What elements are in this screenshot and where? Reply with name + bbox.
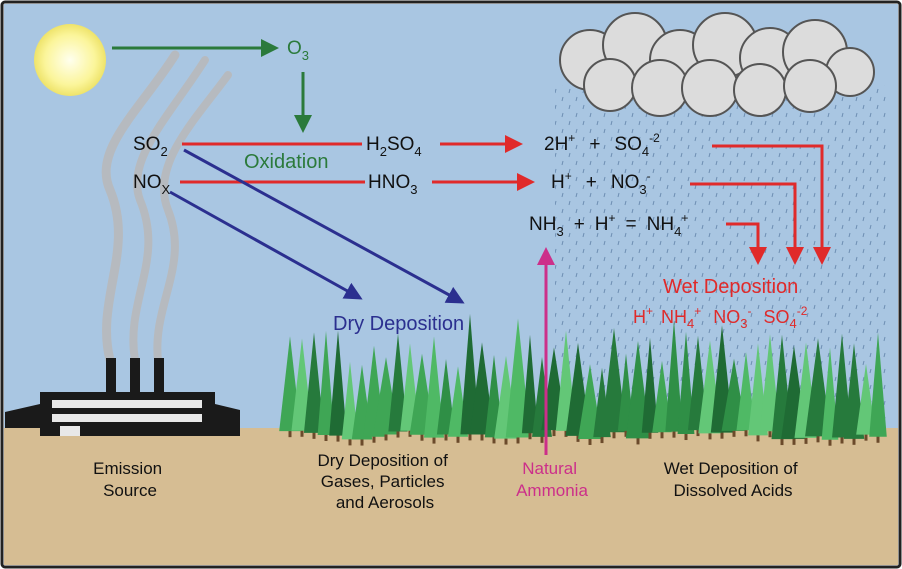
tree-icon: [436, 359, 456, 435]
tree-trunk: [396, 429, 400, 438]
tree-trunk: [300, 428, 304, 437]
tree-trunk: [516, 435, 520, 444]
smoke-plumes: [101, 50, 232, 365]
tree-trunk: [756, 433, 760, 442]
arrows: [112, 39, 831, 455]
tree-icon: [341, 361, 359, 440]
tree-trunk: [732, 428, 736, 437]
tree-trunk: [684, 432, 688, 441]
tree-trunk: [744, 428, 748, 437]
tree-trunk: [828, 437, 832, 446]
tree-trunk: [648, 430, 652, 439]
tree-trunk: [348, 437, 352, 446]
tree-icon: [423, 336, 445, 438]
tree-icon: [317, 330, 335, 435]
tree-trunk: [312, 430, 316, 439]
sun-icon: [34, 24, 106, 96]
tree-trunk: [480, 432, 484, 441]
wet-deposition-caption: Wet Deposition of Dissolved Acids: [664, 459, 803, 500]
tree-trunk: [528, 431, 532, 440]
tree-trunk: [468, 432, 472, 441]
tree-trunk: [852, 436, 856, 445]
tree-trunk: [804, 435, 808, 444]
tree-trunk: [324, 432, 328, 441]
tree-trunk: [600, 435, 604, 444]
tree-trunk: [816, 434, 820, 443]
nitrate-arrow: [690, 182, 804, 265]
tree-icon: [388, 333, 408, 432]
tree-trunk: [456, 434, 460, 443]
ground: [4, 428, 898, 565]
tree-trunk: [672, 429, 676, 438]
tree-trunk: [708, 431, 712, 440]
tree-trunk: [696, 428, 700, 437]
tree-trunk: [540, 434, 544, 443]
ammonium-arrow: [726, 222, 767, 265]
tree-trunk: [372, 434, 376, 443]
tree-trunk: [660, 430, 664, 439]
tree-icon: [601, 327, 627, 433]
factory-icon: [5, 358, 240, 436]
tree-icon: [665, 320, 683, 432]
tree-trunk: [432, 435, 436, 444]
tree-trunk: [360, 437, 364, 446]
tree-trunk: [288, 429, 292, 438]
nox-dry-arrow: [169, 190, 363, 300]
natural-ammonia-caption: Natural Ammonia: [516, 459, 588, 500]
tree-icon: [677, 331, 695, 435]
tree-icon: [641, 337, 659, 433]
tree-trunk: [588, 436, 592, 445]
tree-trunk: [780, 437, 784, 446]
sulfate-arrow: [712, 144, 831, 265]
forest: [279, 313, 887, 446]
oxidation-label: Oxidation: [244, 151, 329, 173]
tree-icon: [329, 330, 347, 436]
tree-trunk: [624, 428, 628, 437]
dry-deposition-caption: Dry Deposition of Gases, Particles and A…: [317, 451, 452, 512]
so2-label: SO2: [133, 134, 168, 159]
tree-trunk: [864, 432, 868, 441]
tree-trunk: [384, 432, 388, 441]
sulfate-equation: 2H++SO4-2: [544, 131, 660, 159]
wet-deposition-ions: H+NH4+NO3-SO4-2: [633, 304, 808, 331]
dry-deposition-label: Dry Deposition: [333, 313, 464, 335]
tree-trunk: [768, 429, 772, 438]
ozone-label: O3: [287, 38, 309, 63]
tree-trunk: [840, 435, 844, 444]
h2so4-label: H2SO4: [366, 134, 422, 159]
tree-trunk: [720, 430, 724, 439]
tree-trunk: [444, 432, 448, 441]
wet-deposition-label: Wet Deposition: [663, 276, 798, 298]
emission-source-caption: Emission Source: [93, 459, 167, 500]
cloud-icon: [559, 12, 875, 117]
ammonium-equation: NH3+H+=NH4+: [529, 211, 688, 239]
tree-icon: [869, 332, 887, 437]
nox-label: NOX: [133, 172, 171, 197]
tree-trunk: [336, 433, 340, 442]
tree-icon: [303, 332, 325, 433]
tree-trunk: [792, 436, 796, 445]
hno3-label: HNO3: [368, 172, 417, 197]
so2-dry-arrow: [183, 148, 465, 304]
nitrate-equation: H++NO3-: [551, 169, 651, 197]
tree-icon: [521, 334, 539, 434]
tree-trunk: [576, 433, 580, 442]
tree-trunk: [636, 436, 640, 445]
tree-trunk: [504, 436, 508, 445]
tree-trunk: [876, 434, 880, 443]
tree-trunk: [420, 432, 424, 441]
tree-trunk: [552, 428, 556, 437]
tree-trunk: [564, 428, 568, 437]
tree-trunk: [492, 435, 496, 444]
tree-trunk: [612, 430, 616, 439]
